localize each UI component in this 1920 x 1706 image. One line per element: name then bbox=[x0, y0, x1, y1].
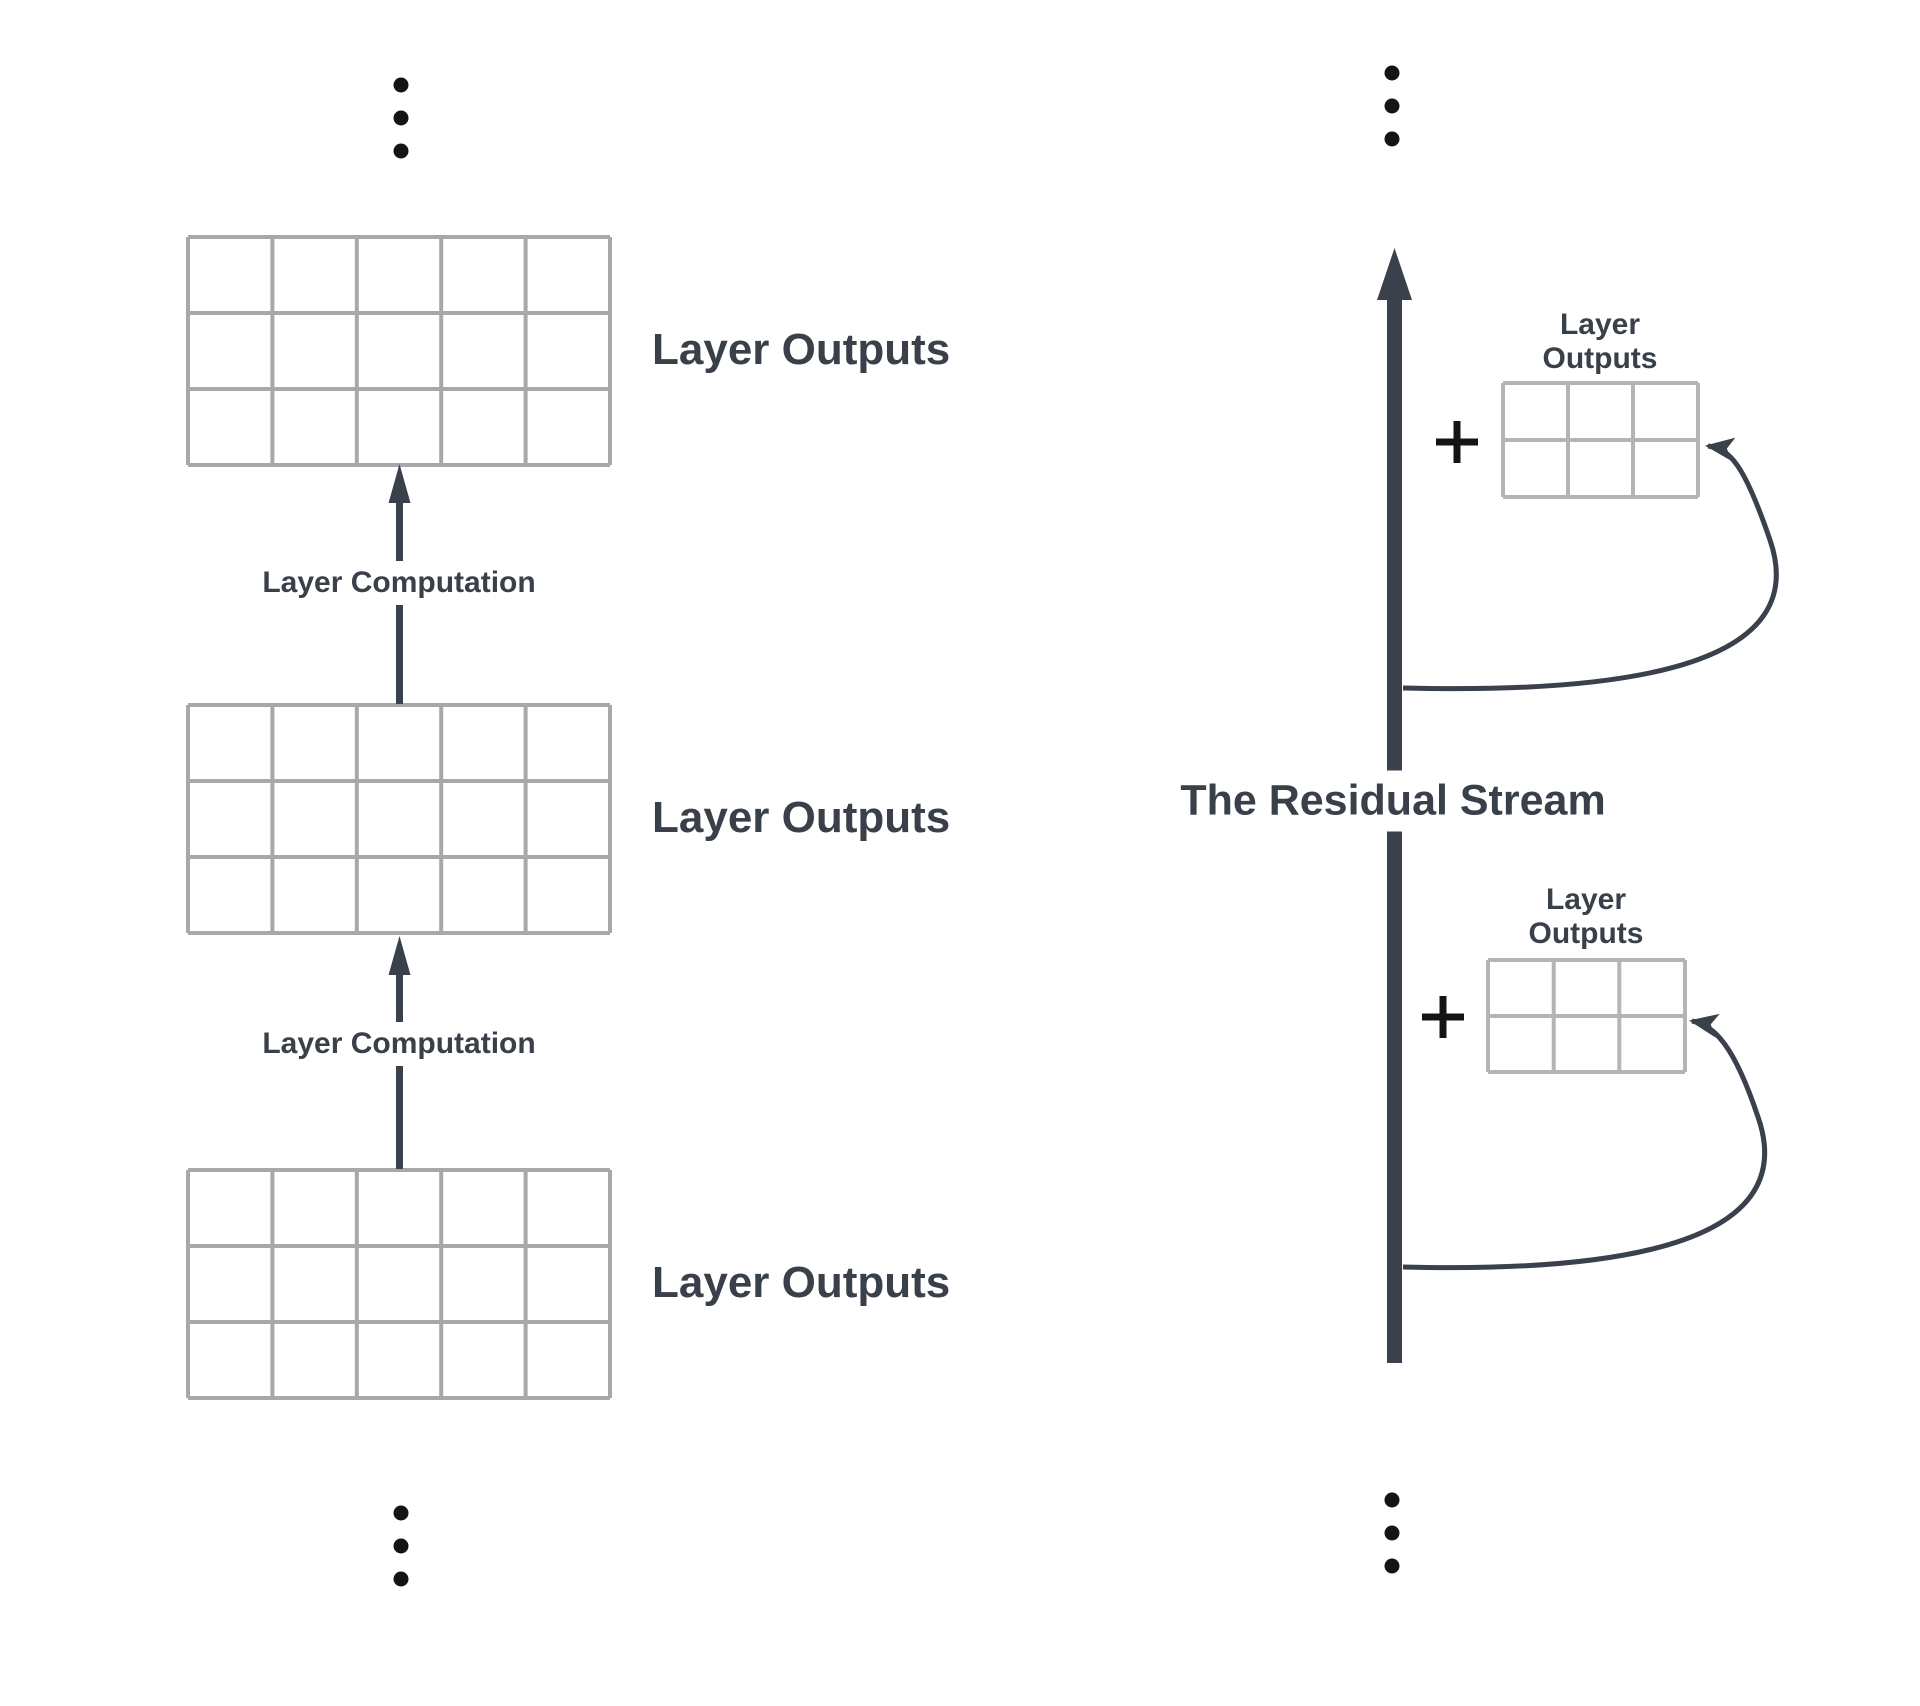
plus-icon-bottom bbox=[1422, 996, 1464, 1038]
ellipsis-bottom-left-icon bbox=[393, 1505, 409, 1587]
residual-curve-top bbox=[1402, 437, 1779, 692]
plus-icon-top bbox=[1436, 421, 1478, 463]
layer-outputs-grid-middle bbox=[186, 703, 612, 935]
layer-outputs-label-middle: Layer Outputs bbox=[652, 793, 951, 842]
layer-outputs-label-bottom: Layer Outputs bbox=[652, 1258, 951, 1307]
ellipsis-bottom-right-icon bbox=[1384, 1492, 1400, 1574]
layer-computation-arrow-bottom bbox=[388, 936, 411, 1169]
residual-curve-bottom bbox=[1402, 1013, 1767, 1271]
layer-outputs-grid-bottom bbox=[186, 1168, 612, 1400]
small-layer-outputs-label-bottom: Layer Outputs bbox=[1528, 883, 1644, 950]
ellipsis-top-left-icon bbox=[393, 77, 409, 159]
residual-stream-title: The Residual Stream bbox=[1162, 770, 1624, 832]
layer-computation-label-top: Layer Computation bbox=[248, 561, 550, 605]
ellipsis-top-right-icon bbox=[1384, 65, 1400, 147]
layer-outputs-label-top: Layer Outputs bbox=[652, 325, 951, 374]
small-layer-outputs-grid-top bbox=[1501, 381, 1700, 499]
small-layer-outputs-grid-bottom bbox=[1486, 958, 1687, 1074]
small-layer-outputs-label-top: Layer Outputs bbox=[1542, 308, 1658, 375]
layer-outputs-grid-top bbox=[186, 235, 612, 467]
layer-computation-label-bottom: Layer Computation bbox=[248, 1022, 550, 1066]
